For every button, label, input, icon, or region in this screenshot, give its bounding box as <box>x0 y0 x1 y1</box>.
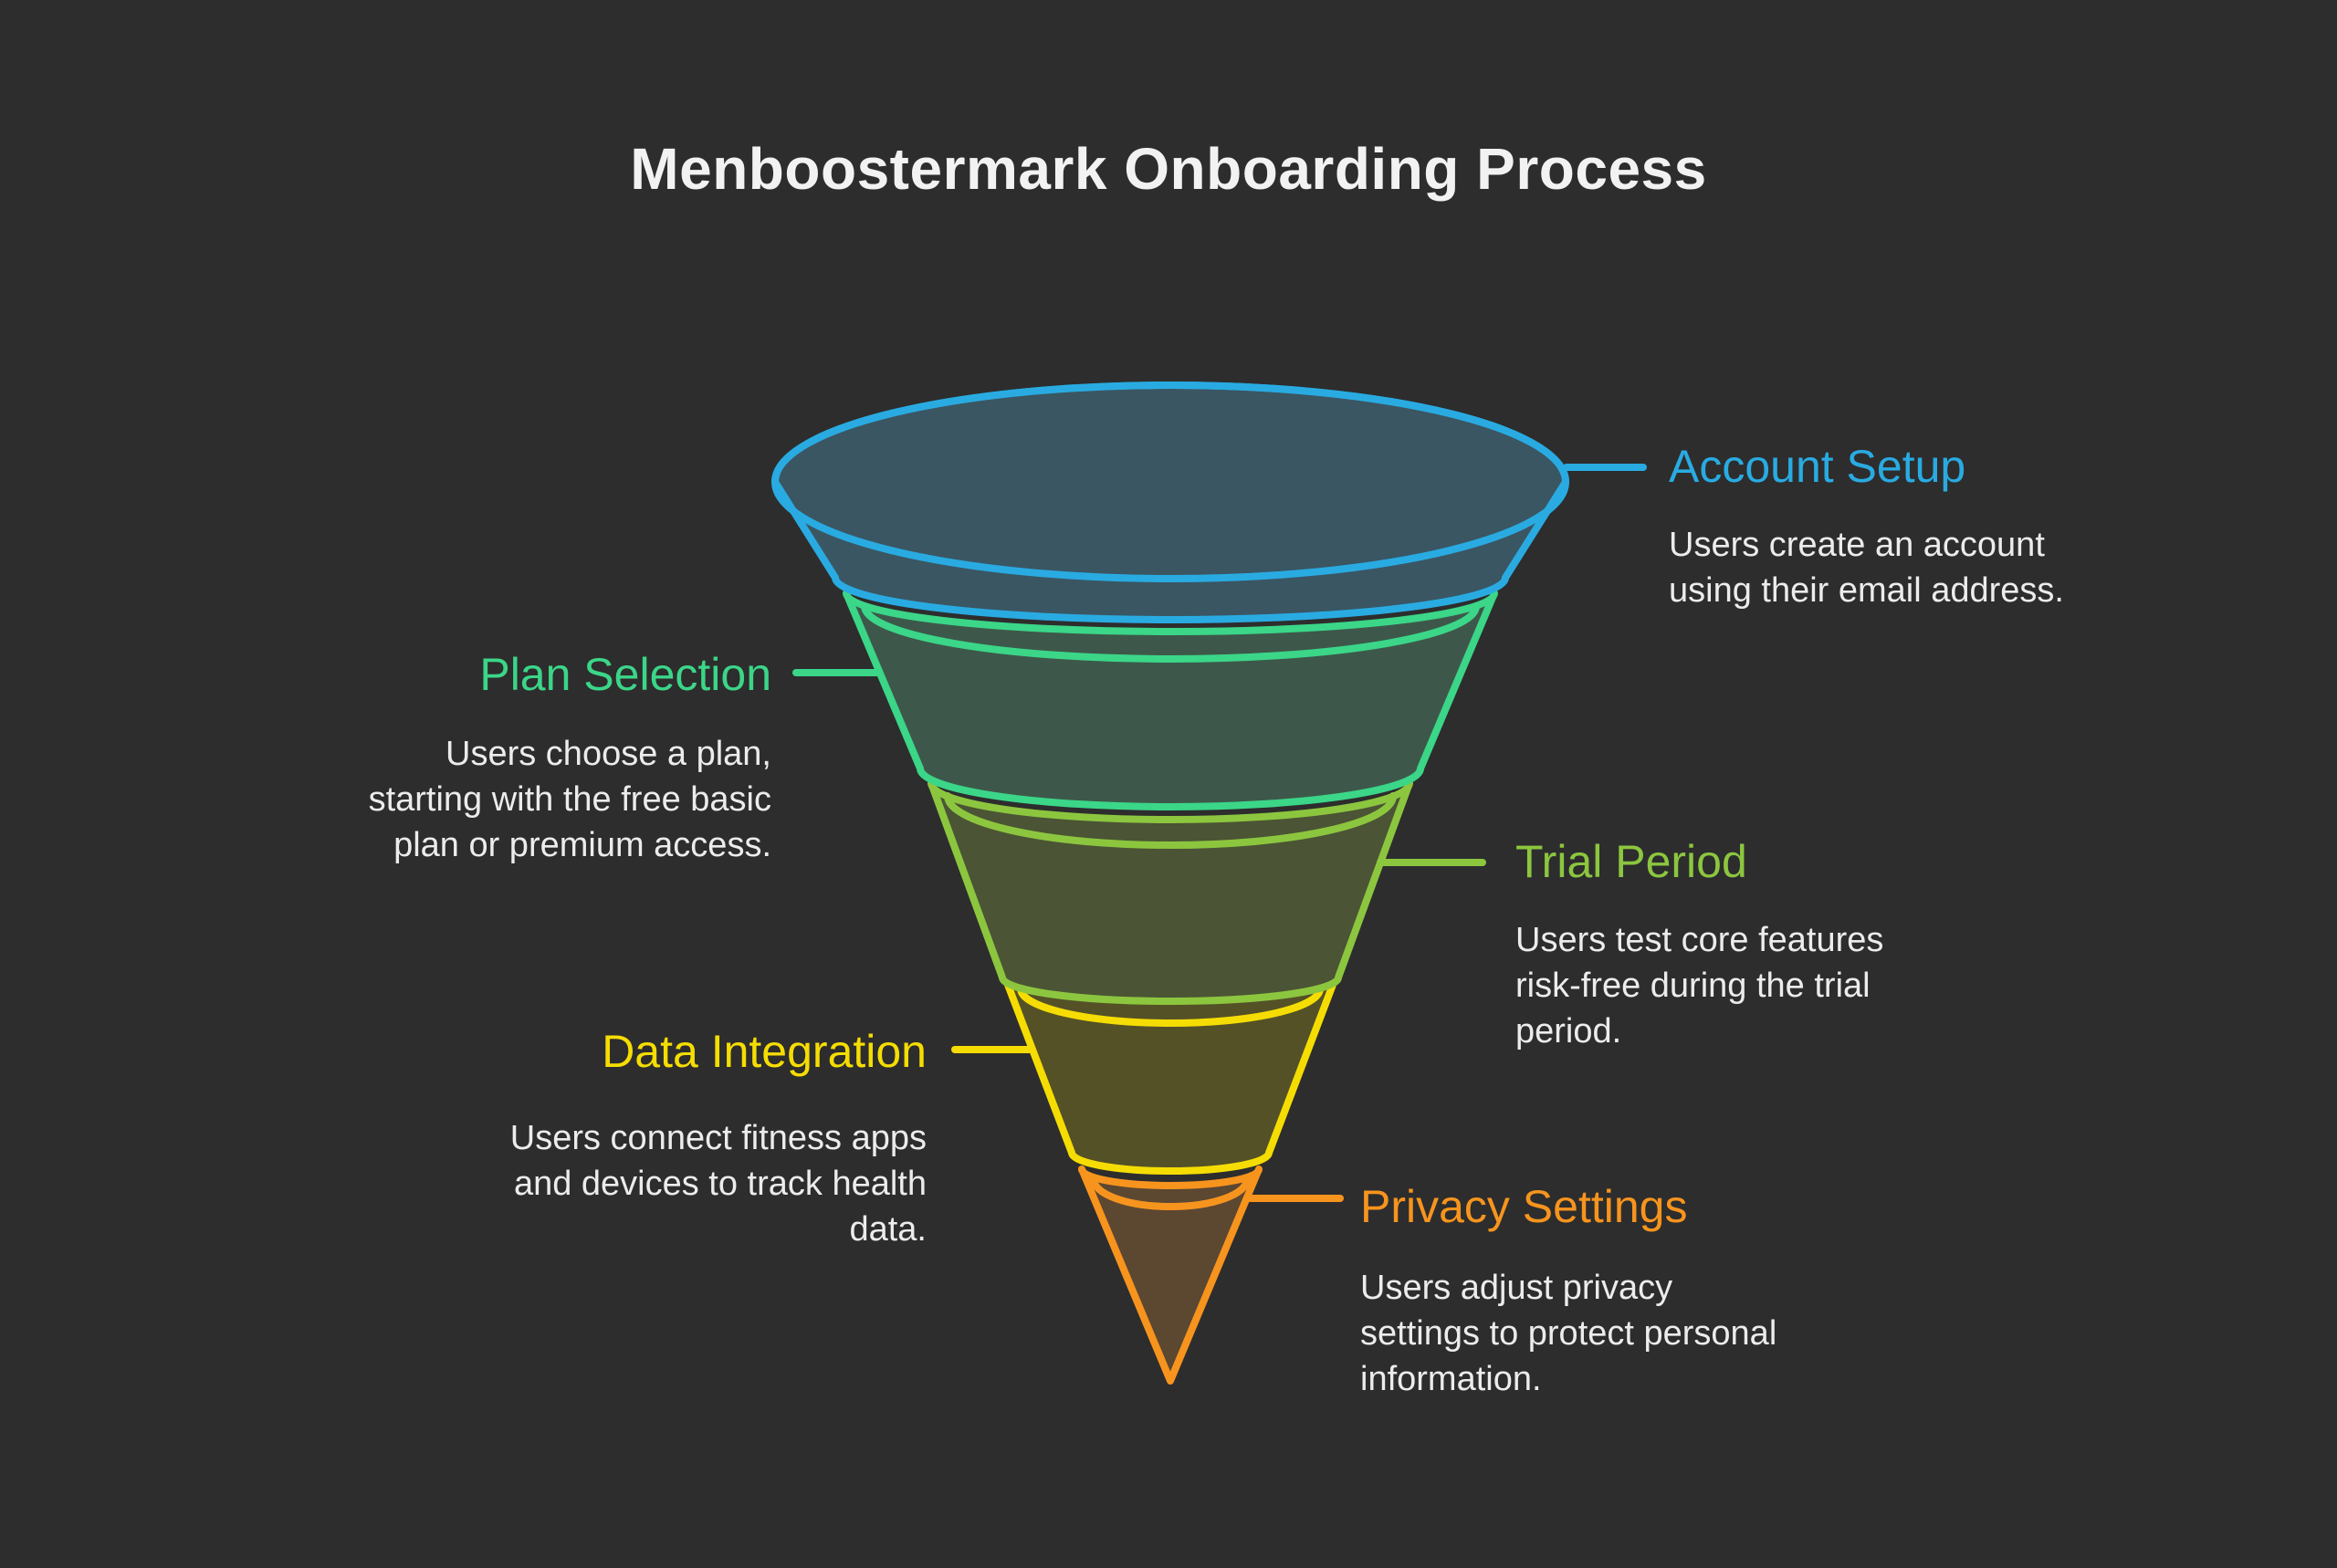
stage-desc-privacy-settings: Users adjust privacy settings to protect… <box>1360 1269 1777 1398</box>
stage-desc-account-setup: Users create an account using their emai… <box>1669 526 2064 610</box>
segment-rim-arc <box>944 792 1397 849</box>
funnel-segment-plan-selection <box>843 590 1498 810</box>
funnel-segment-privacy-settings <box>1078 1166 1263 1385</box>
funnel-mouth-ellipse <box>771 382 1569 582</box>
stage-desc-trial-period: Users test core features risk-free durin… <box>1515 921 1884 1051</box>
funnel-segment-account-setup <box>771 382 1569 623</box>
page-title: Menboostermark Onboarding Process <box>630 136 1707 202</box>
funnel-segment-trial-period <box>927 779 1413 1005</box>
segment-rim-arc <box>861 602 1480 663</box>
stage-label-privacy-settings: Privacy Settings <box>1360 1181 1688 1232</box>
stage-label-trial-period: Trial Period <box>1515 836 1747 887</box>
cone-rim-arc <box>1090 1176 1251 1210</box>
stage-desc-data-integration: Users connect fitness apps and devices t… <box>509 1119 927 1249</box>
segment-rim-arc <box>1017 985 1324 1027</box>
stage-label-account-setup: Account Setup <box>1669 441 1966 492</box>
stage-label-data-integration: Data Integration <box>602 1026 927 1077</box>
funnel-segment-data-integration <box>1001 974 1339 1175</box>
stage-label-plan-selection: Plan Selection <box>479 649 771 700</box>
stage-desc-plan-selection: Users choose a plan, starting with the f… <box>368 735 771 864</box>
